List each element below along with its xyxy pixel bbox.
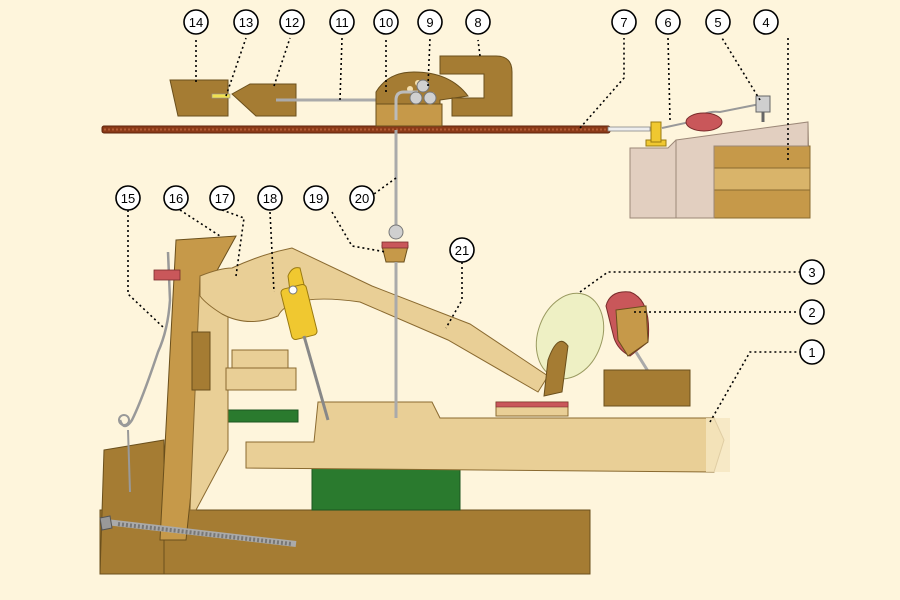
leader-9 bbox=[427, 37, 431, 87]
callout-2: 2 bbox=[799, 299, 825, 325]
callout-14: 14 bbox=[183, 9, 209, 35]
callout-label-9: 9 bbox=[426, 15, 433, 30]
callout-4: 4 bbox=[753, 9, 779, 35]
key bbox=[245, 401, 725, 473]
callout-label-11: 11 bbox=[335, 15, 349, 30]
wippen bbox=[199, 247, 549, 393]
callout-label-19: 19 bbox=[309, 191, 323, 206]
callout-21: 21 bbox=[449, 237, 475, 263]
jack-pivot bbox=[288, 285, 298, 295]
leader-13 bbox=[225, 37, 247, 97]
callout-label-18: 18 bbox=[263, 191, 277, 206]
hammer-shank-bend bbox=[394, 90, 418, 120]
centre-pin-b bbox=[409, 91, 423, 105]
callout-16: 16 bbox=[163, 185, 189, 211]
callout-label-7: 7 bbox=[620, 15, 627, 30]
wire-ball bbox=[388, 224, 404, 240]
support-brace bbox=[191, 331, 211, 391]
callout-18: 18 bbox=[257, 185, 283, 211]
leader-8 bbox=[477, 39, 481, 57]
hammer-rail bbox=[603, 369, 691, 407]
callout-3: 3 bbox=[799, 259, 825, 285]
butt-felt bbox=[381, 241, 409, 249]
key-felt-bottom bbox=[311, 465, 461, 511]
callout-label-12: 12 bbox=[285, 15, 299, 30]
leader-6 bbox=[667, 37, 671, 121]
capstan-block bbox=[225, 367, 297, 391]
callout-label-1: 1 bbox=[808, 345, 815, 360]
leader-15 bbox=[127, 210, 165, 329]
screw-head bbox=[99, 515, 113, 531]
callout-label-3: 3 bbox=[808, 265, 815, 280]
callout-7: 7 bbox=[611, 9, 637, 35]
callout-10: 10 bbox=[373, 9, 399, 35]
trap-felt bbox=[153, 269, 181, 281]
callout-label-14: 14 bbox=[189, 15, 203, 30]
damper-lever bbox=[439, 55, 513, 117]
trap-wire bbox=[118, 251, 172, 428]
callout-5: 5 bbox=[705, 9, 731, 35]
leader-5 bbox=[721, 37, 761, 101]
callout-6: 6 bbox=[655, 9, 681, 35]
leader-20 bbox=[373, 177, 397, 195]
centre-pin-c bbox=[423, 91, 437, 105]
capstan-block-top bbox=[231, 349, 289, 369]
string-end bbox=[607, 126, 651, 132]
callout-label-6: 6 bbox=[664, 15, 671, 30]
pin-block-layer-3 bbox=[713, 189, 811, 219]
callout-label-5: 5 bbox=[714, 15, 721, 30]
damper-spoon bbox=[543, 340, 569, 397]
callout-17: 17 bbox=[209, 185, 235, 211]
callout-label-2: 2 bbox=[808, 305, 815, 320]
callout-label-17: 17 bbox=[215, 191, 229, 206]
pin-block-layer-2 bbox=[713, 167, 811, 191]
centre-pin-a bbox=[416, 79, 430, 93]
callout-label-15: 15 bbox=[121, 191, 135, 206]
leader-12 bbox=[273, 37, 291, 87]
left-block bbox=[99, 439, 165, 575]
trap-loop bbox=[118, 414, 130, 426]
wrest-block-face bbox=[675, 121, 809, 219]
callout-label-8: 8 bbox=[474, 15, 481, 30]
callout-13: 13 bbox=[233, 9, 259, 35]
hammer-moulding bbox=[615, 305, 649, 357]
leader-18 bbox=[269, 211, 275, 293]
leader-19 bbox=[331, 211, 387, 253]
callout-label-16: 16 bbox=[169, 191, 183, 206]
tuning-coil bbox=[685, 112, 723, 132]
callout-label-4: 4 bbox=[762, 15, 769, 30]
leader-11 bbox=[339, 37, 343, 101]
regulating-screw-thread bbox=[117, 522, 293, 546]
callout-11: 11 bbox=[329, 9, 355, 35]
callout-label-21: 21 bbox=[455, 243, 469, 258]
tuning-pin bbox=[755, 95, 771, 113]
hammer-felt bbox=[375, 103, 443, 127]
leader-7 bbox=[579, 38, 625, 129]
callout-9: 9 bbox=[417, 9, 443, 35]
leader-16 bbox=[179, 209, 221, 237]
key-felt-mid bbox=[227, 409, 299, 423]
agraffe-post bbox=[650, 121, 662, 143]
callout-8: 8 bbox=[465, 9, 491, 35]
leader-1 bbox=[709, 351, 812, 423]
callout-label-20: 20 bbox=[355, 191, 369, 206]
pin-block-layer-1 bbox=[713, 145, 811, 169]
regulating-screw bbox=[105, 519, 297, 547]
callout-label-10: 10 bbox=[379, 15, 393, 30]
callout-label-13: 13 bbox=[239, 15, 253, 30]
callout-15: 15 bbox=[115, 185, 141, 211]
callout-1: 1 bbox=[799, 339, 825, 365]
leader-3 bbox=[579, 271, 800, 293]
callout-12: 12 bbox=[279, 9, 305, 35]
jack-spring bbox=[302, 335, 330, 421]
damper-pin-13 bbox=[211, 93, 231, 99]
callout-19: 19 bbox=[303, 185, 329, 211]
callout-20: 20 bbox=[349, 185, 375, 211]
key-end-fade bbox=[706, 418, 730, 472]
trap-end bbox=[127, 429, 131, 493]
damper-block bbox=[169, 79, 229, 117]
damper-spoon-felt bbox=[495, 401, 569, 408]
